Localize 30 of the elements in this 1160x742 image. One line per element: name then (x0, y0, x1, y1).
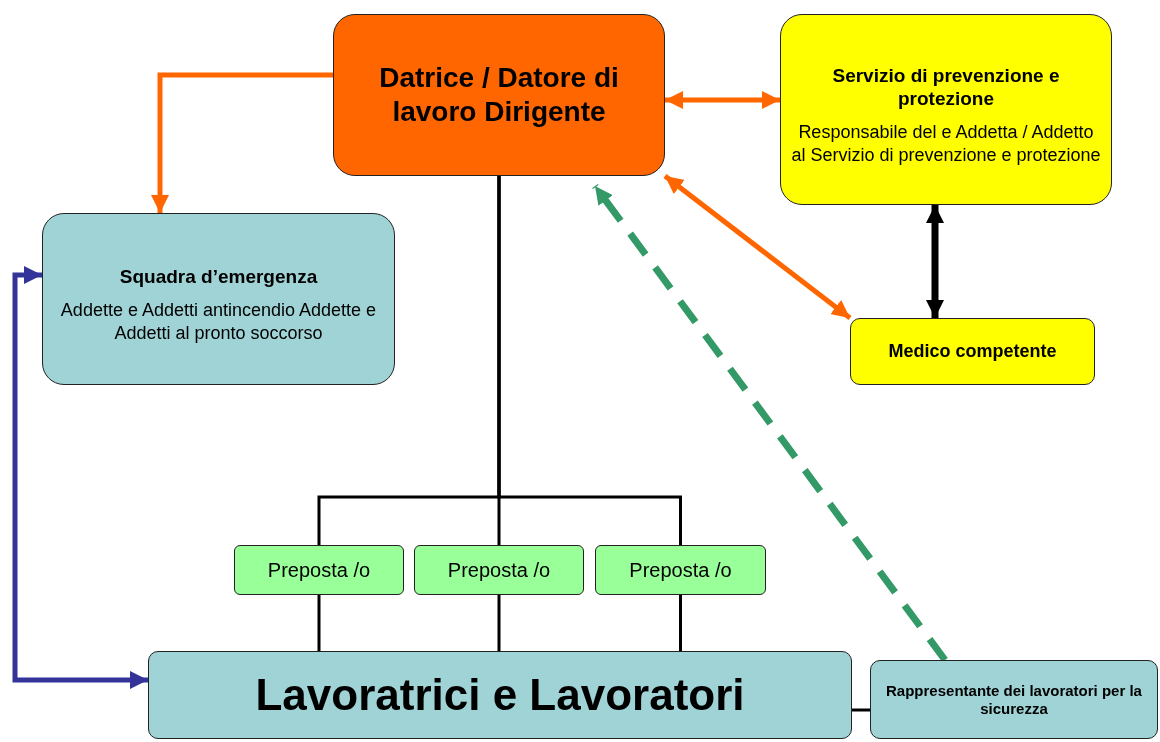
connector-line (679, 595, 682, 651)
role-box (595, 545, 766, 595)
role-box (414, 545, 584, 595)
connector-line (497, 595, 501, 651)
role-box (333, 14, 665, 176)
connector-line (317, 595, 321, 651)
role-box (850, 318, 1095, 385)
representative-box (870, 660, 1158, 739)
node-title: Lavoratrici e Lavoratori (255, 668, 745, 721)
connector-line (497, 176, 682, 545)
node-title: Datrice / Datore di lavoro Dirigente (378, 61, 620, 129)
arrow (663, 174, 852, 320)
node-title: Rappresentante dei lavoratori per la sicurezza (885, 681, 1143, 718)
arrow (926, 205, 944, 318)
node-title: Preposta /o (629, 558, 732, 582)
arrow (12, 266, 148, 689)
workers-box (148, 651, 852, 739)
node-text: Responsabile del e Addetta / Addetto al Servizio di prevenzione e protezione (791, 120, 1101, 168)
node-title: Servizio di prevenzione e protezione (831, 65, 1061, 111)
role-box (234, 545, 404, 595)
node-title: Medico competente (888, 340, 1057, 363)
node-text: Addette e Addetti antincendio Addette e Addetti al pronto soccorso (59, 299, 378, 346)
arrow (665, 91, 780, 109)
node-title: Squadra d’emergenza (119, 266, 318, 289)
service-box (780, 14, 1112, 205)
connector-line (852, 708, 870, 712)
team-box (42, 213, 395, 385)
node-title: Preposta /o (267, 558, 371, 582)
arrow (151, 72, 333, 213)
node-title: Preposta /o (447, 558, 551, 582)
